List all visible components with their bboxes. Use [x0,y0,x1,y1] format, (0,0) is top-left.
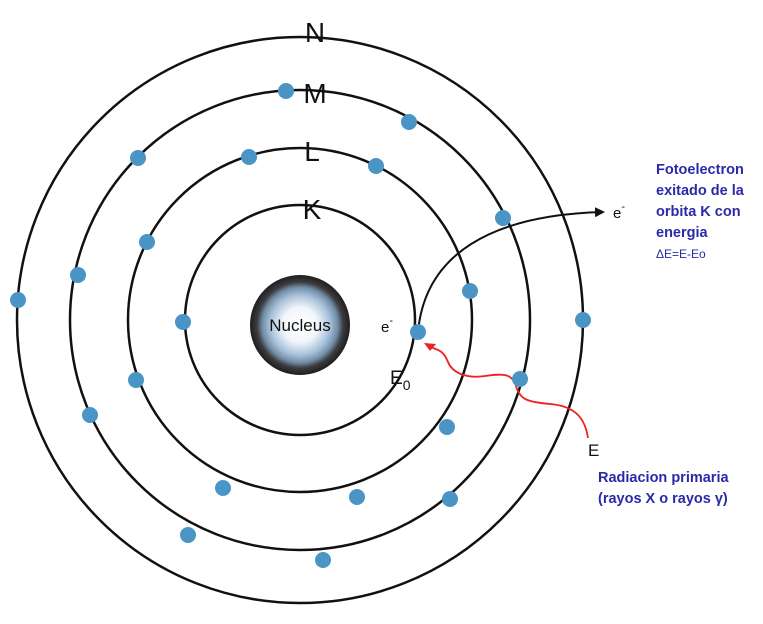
shell-label-n: N [305,17,325,48]
electron [215,480,231,496]
shell-label-m: M [303,78,326,109]
electron [439,419,455,435]
electron [410,324,426,340]
orbit-l [126,146,474,494]
photoelectron-note-line: energia [656,225,708,241]
nucleus-label: Nucleus [269,316,330,335]
orbit-m [68,88,532,552]
photoelectron-note: Fotoelectron exitado de la orbita K con … [656,160,744,265]
electron [130,150,146,166]
electron [462,283,478,299]
electron [349,489,365,505]
electron [315,552,331,568]
electron [70,267,86,283]
electrons [10,83,591,568]
primary-radiation-note-line: Radiacion primaria [598,470,729,486]
primary-radiation-note: Radiacion primaria (rayos X o rayos γ) [598,468,729,510]
electron [180,527,196,543]
incident-energy-label: E [588,441,599,460]
electron [278,83,294,99]
primary-radiation-arrowhead [424,343,436,351]
electron [495,210,511,226]
energy-formula: ΔE=E-Eo [656,247,706,261]
electron [82,407,98,423]
electron [512,371,528,387]
electron [442,491,458,507]
electron [128,372,144,388]
ejected-electron-label: e- [381,315,393,336]
electron [368,158,384,174]
photoelectron-trajectory [417,207,605,333]
primary-radiation-wave [429,346,589,439]
electron [175,314,191,330]
nucleus [250,275,350,375]
binding-energy-label: E0 [390,368,411,393]
shell-label-k: K [303,194,322,225]
shell-label-l: L [304,136,320,167]
photoelectron-note-line: exitado de la [656,183,744,199]
electron [401,114,417,130]
primary-radiation-note-line: (rayos X o rayos γ) [598,491,728,507]
photoelectron-note-line: Fotoelectron [656,162,744,178]
electron [241,149,257,165]
photoelectron-note-line: orbita K con [656,204,741,220]
electron [10,292,26,308]
electron [139,234,155,250]
electron [575,312,591,328]
photoelectron-label: e- [613,201,625,222]
